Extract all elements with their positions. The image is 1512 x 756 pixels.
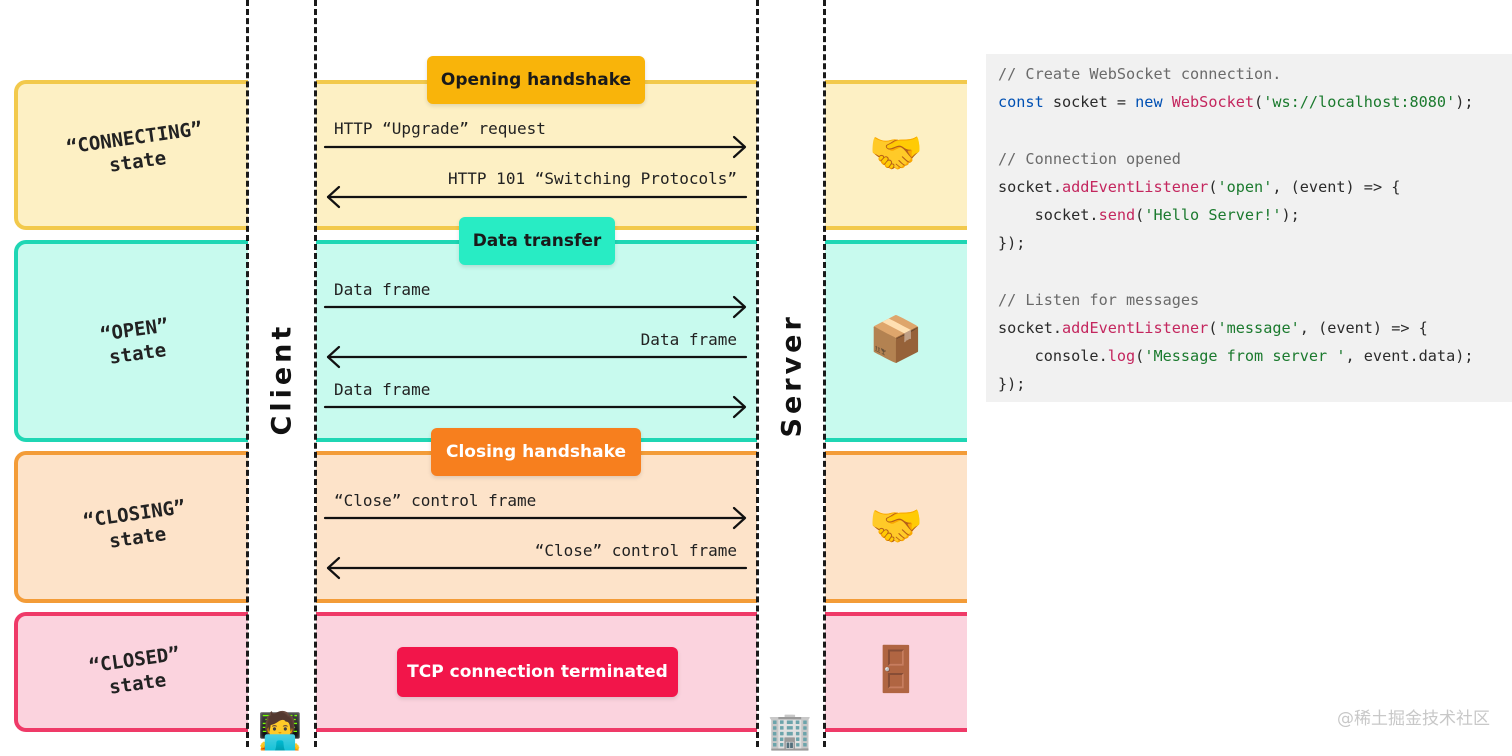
- code-line: socket.send('Hello Server!');: [998, 201, 1512, 229]
- client-lane-left-line: [246, 0, 249, 747]
- upgrade-request-label: HTTP “Upgrade” request: [334, 119, 546, 138]
- technologist-icon: 🧑‍💻: [257, 711, 303, 752]
- code-token: , (event) => {: [1272, 177, 1401, 196]
- code-token: // Connection opened: [998, 149, 1181, 168]
- code-line: // Create WebSocket connection.: [998, 60, 1512, 88]
- state-closing-box: [14, 451, 248, 603]
- code-line: });: [998, 229, 1512, 257]
- code-line: socket.addEventListener('open', (event) …: [998, 173, 1512, 201]
- code-token: // Listen for messages: [998, 290, 1200, 309]
- handshake-icon: 🤝: [868, 501, 924, 552]
- code-token: new: [1135, 93, 1163, 112]
- code-token: (: [1208, 177, 1218, 196]
- code-token: (: [1254, 93, 1264, 112]
- close-frame-label-2: “Close” control frame: [534, 541, 737, 560]
- code-token: , event.data);: [1345, 347, 1474, 366]
- client-lane-label: Client: [266, 322, 298, 436]
- code-token: 'open': [1217, 177, 1273, 196]
- code-token: );: [1281, 206, 1300, 225]
- code-token: WebSocket: [1171, 93, 1255, 112]
- data-frame-label-1: Data frame: [334, 280, 431, 299]
- state-open-box: [14, 240, 248, 442]
- code-line: });: [998, 370, 1512, 398]
- data-transfer-pill: Data transfer: [459, 217, 615, 265]
- code-token: console.: [998, 347, 1108, 366]
- server-lane-right-line: [823, 0, 826, 747]
- code-line: // Listen for messages: [998, 286, 1512, 314]
- code-line: // Connection opened: [998, 145, 1512, 173]
- code-line: [998, 257, 1512, 285]
- code-token: [998, 262, 1007, 280]
- tcp-terminated-pill: TCP connection terminated: [397, 647, 678, 697]
- code-token: });: [998, 234, 1026, 253]
- package-icon: 📦: [868, 314, 924, 365]
- code-token: socket.: [998, 206, 1099, 225]
- code-token: addEventListener: [1062, 318, 1209, 337]
- closed-right-band: [825, 612, 967, 732]
- closing-handshake-pill: Closing handshake: [431, 428, 641, 476]
- opening-handshake-pill: Opening handshake: [427, 56, 645, 104]
- connecting-band: [316, 80, 757, 230]
- code-token: const: [998, 93, 1044, 112]
- connecting-right-band: [825, 80, 967, 230]
- client-lane-right-line: [314, 0, 317, 747]
- closing-right-band: [825, 451, 967, 603]
- close-frame-label-1: “Close” control frame: [334, 491, 537, 510]
- code-token: send: [1098, 206, 1136, 225]
- data-frame-label-2: Data frame: [640, 330, 737, 349]
- code-token: socket.: [998, 318, 1063, 337]
- code-token: 'Message from server ': [1144, 347, 1346, 366]
- office-building-icon: 🏢: [767, 711, 813, 752]
- code-token: });: [998, 375, 1026, 394]
- code-token: );: [1455, 93, 1474, 112]
- code-token: log: [1107, 347, 1136, 366]
- code-line: socket.addEventListener('message', (even…: [998, 314, 1512, 342]
- server-lane-label: Server: [776, 313, 808, 438]
- code-token: socket =: [1043, 93, 1136, 112]
- state-connecting-box: [14, 80, 248, 230]
- door-icon: 🚪: [868, 644, 924, 695]
- code-token: socket.: [998, 177, 1063, 196]
- switching-protocols-label: HTTP 101 “Switching Protocols”: [448, 169, 737, 188]
- code-token: (: [1208, 318, 1218, 337]
- code-token: (: [1135, 347, 1145, 366]
- code-line: [998, 116, 1512, 144]
- open-right-band: [825, 240, 967, 442]
- state-closed-box: [14, 612, 248, 732]
- code-token: (: [1135, 206, 1145, 225]
- code-token: , (event) => {: [1299, 318, 1428, 337]
- code-token: // Create WebSocket connection.: [998, 65, 1282, 83]
- watermark: @稀土掘金技术社区: [1337, 709, 1490, 729]
- handshake-icon: 🤝: [868, 128, 924, 179]
- code-token: [1163, 93, 1172, 111]
- server-lane-left-line: [756, 0, 759, 747]
- code-line: const socket = new WebSocket('ws://local…: [998, 88, 1512, 116]
- code-token: addEventListener: [1062, 177, 1209, 196]
- code-token: [998, 121, 1007, 139]
- code-token: 'Hello Server!': [1144, 206, 1282, 225]
- code-token: 'message': [1217, 318, 1300, 337]
- data-frame-label-3: Data frame: [334, 380, 431, 399]
- code-token: 'ws://localhost:8080': [1263, 93, 1456, 112]
- code-panel: // Create WebSocket connection. const soc…: [986, 54, 1512, 402]
- code-line: console.log('Message from server ', even…: [998, 342, 1512, 370]
